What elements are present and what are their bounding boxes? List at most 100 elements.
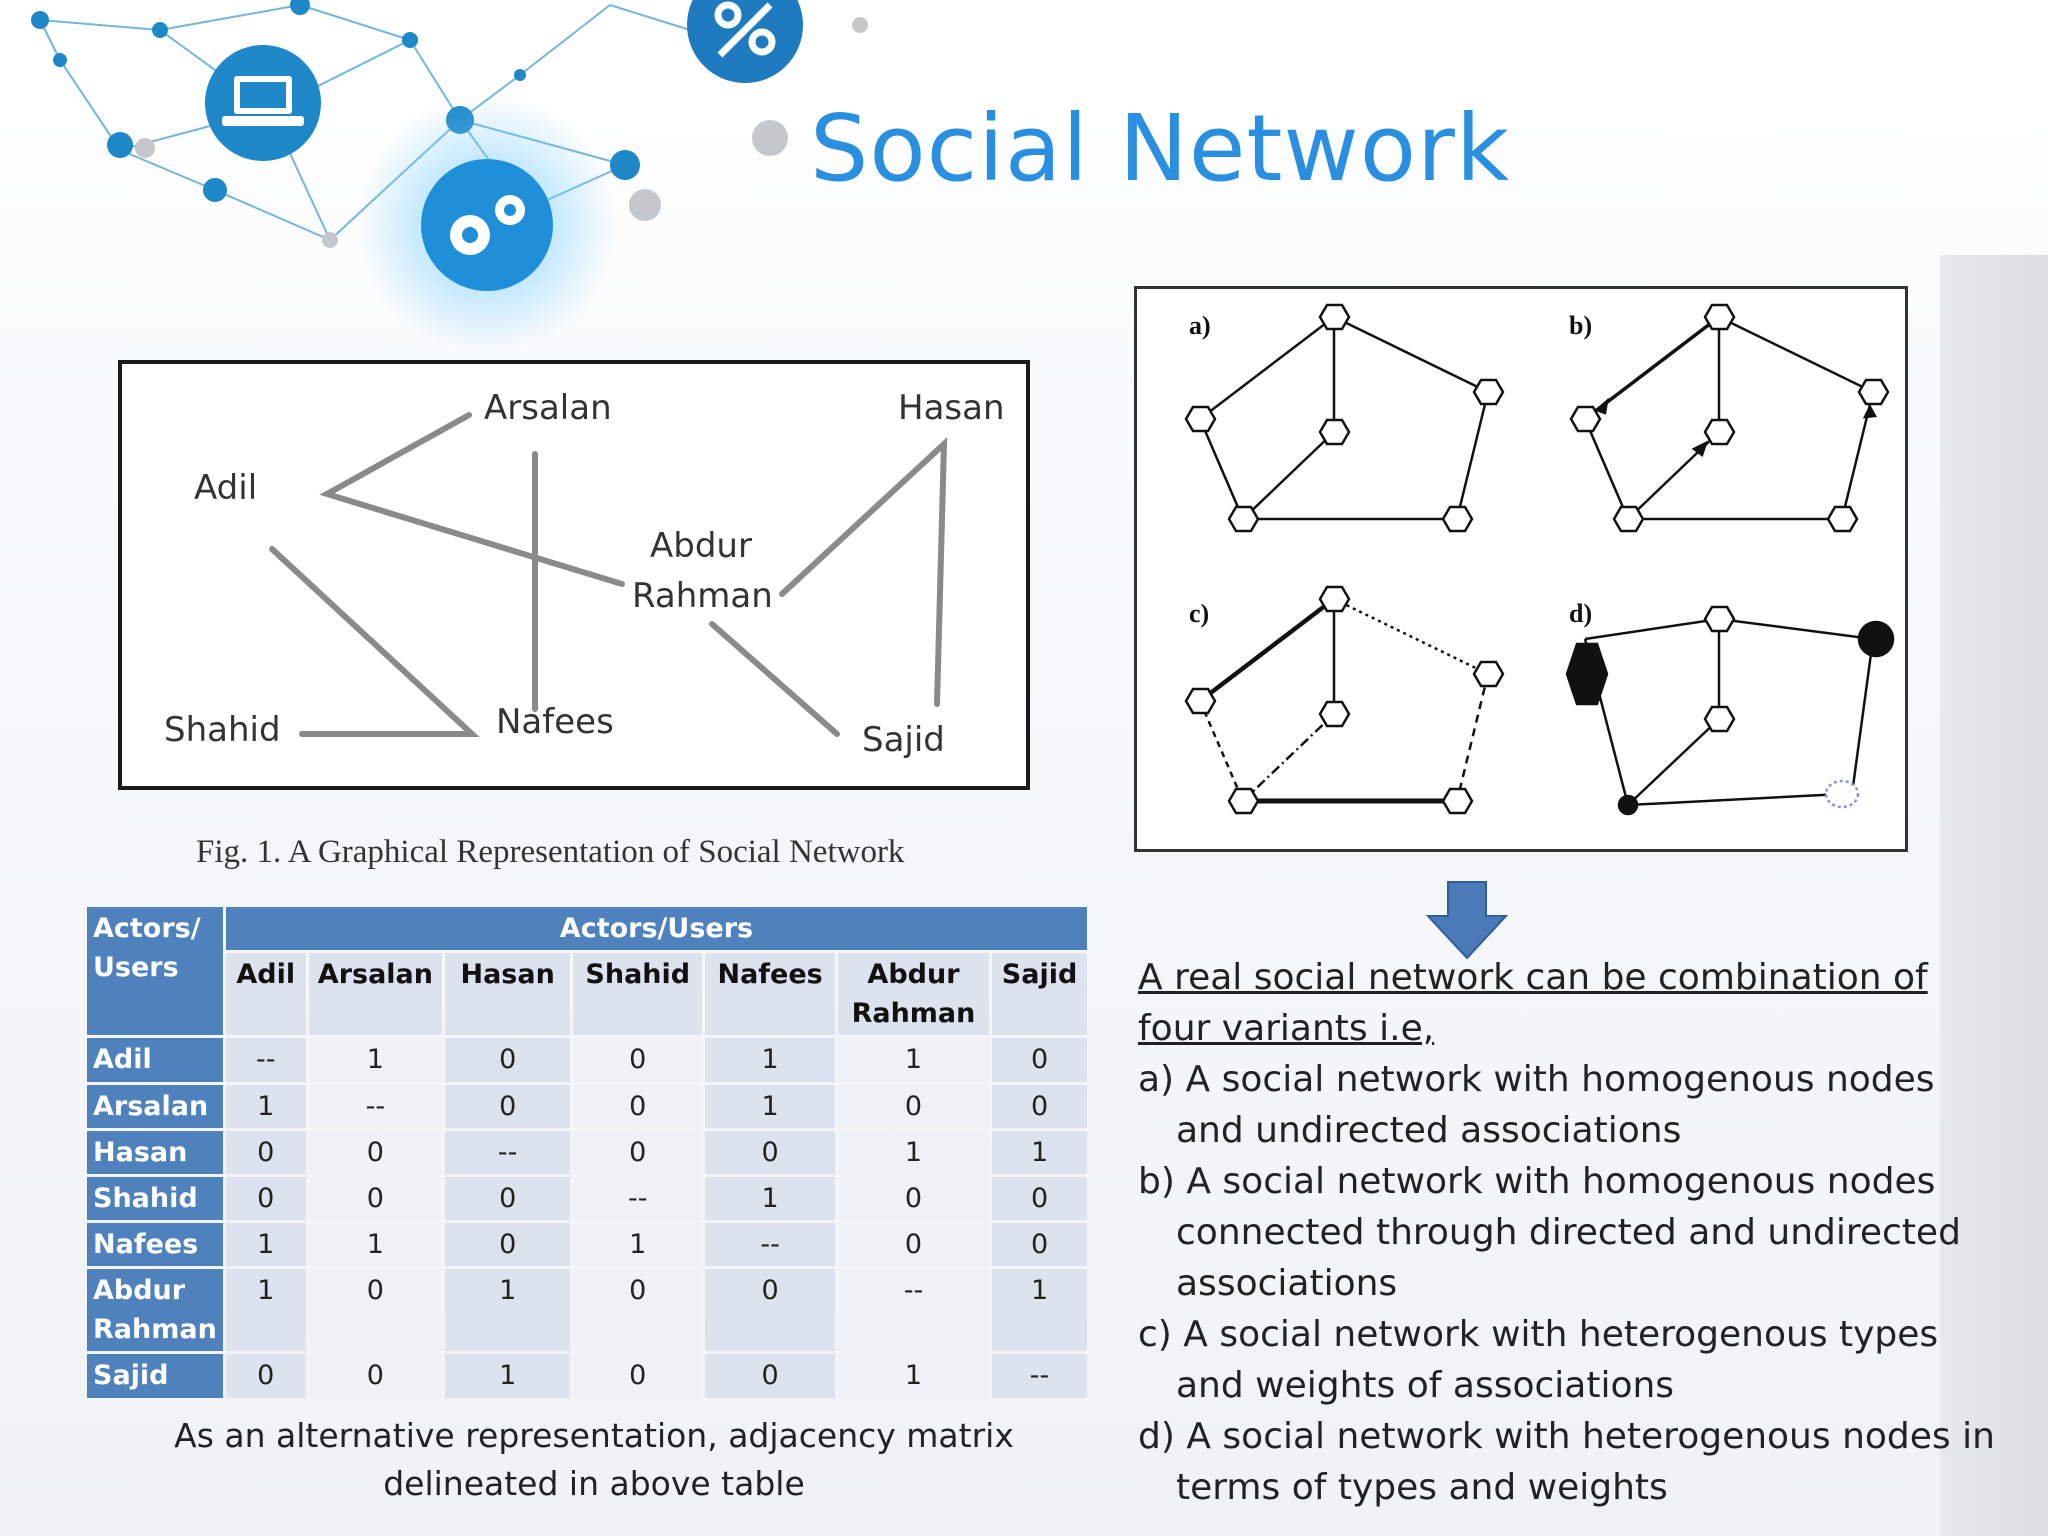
- variant-d-label: d): [1569, 599, 1593, 628]
- node-shahid: Shahid: [164, 710, 281, 750]
- variant-d-graph: [1565, 605, 1895, 816]
- table-cell: 0: [705, 1269, 835, 1352]
- table-cell: 1: [837, 1354, 990, 1398]
- column-header: Adil: [225, 953, 306, 1036]
- variant-a-description: a) A social network with homogenous node…: [1138, 1059, 1935, 1151]
- percent-icon: [714, 1, 776, 58]
- table-cell: 0: [573, 1084, 703, 1128]
- table-cell: 1: [573, 1222, 703, 1267]
- table-cell: 0: [992, 1084, 1087, 1128]
- table-cell: 0: [445, 1222, 571, 1267]
- table-cell: 1: [225, 1084, 306, 1128]
- edge-abdur-sajid: [709, 621, 840, 737]
- table-cell: 0: [992, 1038, 1087, 1082]
- node-abdur: Abdur: [650, 526, 752, 566]
- table-cell: 0: [837, 1222, 990, 1267]
- table-cell: 1: [308, 1222, 443, 1267]
- column-header: Arsalan: [308, 953, 443, 1036]
- table-cell: 0: [992, 1176, 1087, 1220]
- variant-c-label: c): [1189, 599, 1210, 628]
- table-cell: 0: [445, 1176, 571, 1220]
- table-cell: --: [837, 1269, 990, 1352]
- laptop-icon: [222, 76, 304, 126]
- column-header: Abdur Rahman: [837, 953, 990, 1036]
- table-cell: 0: [837, 1176, 990, 1220]
- table-cell: 1: [308, 1038, 443, 1082]
- gears-icon: [450, 195, 525, 255]
- table-cell: 0: [225, 1354, 306, 1398]
- table-cell: 1: [225, 1222, 306, 1267]
- table-cell: 0: [308, 1176, 443, 1220]
- table-cell: 0: [225, 1130, 306, 1174]
- table-cell: 1: [705, 1084, 835, 1128]
- network-variants-figure: a) b) c) d): [1134, 286, 1908, 852]
- table-cell: 0: [445, 1038, 571, 1082]
- row-header: Sajid: [87, 1354, 223, 1398]
- variant-b-description: b) A social network with homogenous node…: [1138, 1161, 1961, 1304]
- table-cell: 0: [573, 1130, 703, 1174]
- table-cell: 0: [308, 1354, 443, 1398]
- graph-edges: [269, 412, 948, 737]
- table-cell: 0: [445, 1084, 571, 1128]
- table-cell: 0: [573, 1038, 703, 1082]
- edge-adil-nafees: [269, 546, 480, 737]
- table-cell: 0: [308, 1269, 443, 1352]
- node-hasan: Hasan: [898, 388, 1005, 428]
- table-group-header: Actors/Users: [225, 907, 1087, 951]
- table-cell: 0: [308, 1130, 443, 1174]
- table-cell: 0: [705, 1354, 835, 1398]
- column-header: Sajid: [992, 953, 1087, 1036]
- table-cell: 0: [225, 1176, 306, 1220]
- table-cell: 1: [445, 1354, 571, 1398]
- variant-d-description: d) A social network with heterogenous no…: [1138, 1416, 1995, 1508]
- right-panel-background: [1940, 255, 2048, 1536]
- table-cell: --: [573, 1176, 703, 1220]
- variant-a-graph: [1184, 303, 1505, 533]
- node-rahman: Rahman: [632, 576, 773, 616]
- row-header: Adil: [87, 1038, 223, 1082]
- down-arrow-icon: [1425, 881, 1509, 960]
- table-cell: 1: [992, 1269, 1087, 1352]
- variant-c-description: c) A social network with heterogenous ty…: [1138, 1314, 1939, 1406]
- column-header: Hasan: [445, 953, 571, 1036]
- table-cell: 1: [705, 1176, 835, 1220]
- node-nafees: Nafees: [496, 702, 614, 742]
- row-header: Shahid: [87, 1176, 223, 1220]
- table-cell: 1: [225, 1269, 306, 1352]
- edge-hasan-abdur: [779, 436, 948, 707]
- column-header: Shahid: [573, 953, 703, 1036]
- variant-a-label: a): [1189, 311, 1211, 340]
- table-cell: --: [445, 1130, 571, 1174]
- table-cell: --: [308, 1084, 443, 1128]
- row-header: Abdur Rahman: [87, 1269, 223, 1352]
- table-cell: 0: [705, 1130, 835, 1174]
- node-adil: Adil: [194, 468, 258, 508]
- node-sajid: Sajid: [862, 720, 945, 760]
- variants-graphs: [1184, 303, 1895, 816]
- social-network-graph-figure: Arsalan Hasan Adil Abdur Rahman Shahid N…: [118, 360, 1030, 790]
- variants-lead-text: A real social network can be combination…: [1138, 957, 1928, 1049]
- network-decoration-graphic: [31, 0, 868, 355]
- row-header: Hasan: [87, 1130, 223, 1174]
- table-cell: 1: [837, 1130, 990, 1174]
- table-cell: 0: [573, 1354, 703, 1398]
- table-cell: --: [992, 1354, 1087, 1398]
- table-cell: 1: [705, 1038, 835, 1082]
- table-cell: 1: [992, 1130, 1087, 1174]
- table-cell: --: [705, 1222, 835, 1267]
- table-cell: --: [225, 1038, 306, 1082]
- table-caption: As an alternative representation, adjace…: [174, 1416, 1014, 1503]
- table-cell: 1: [837, 1038, 990, 1082]
- edge-adil-arsalan: [319, 412, 625, 587]
- node-arsalan: Arsalan: [484, 388, 612, 428]
- figure1-caption: Fig. 1. A Graphical Representation of So…: [196, 834, 905, 870]
